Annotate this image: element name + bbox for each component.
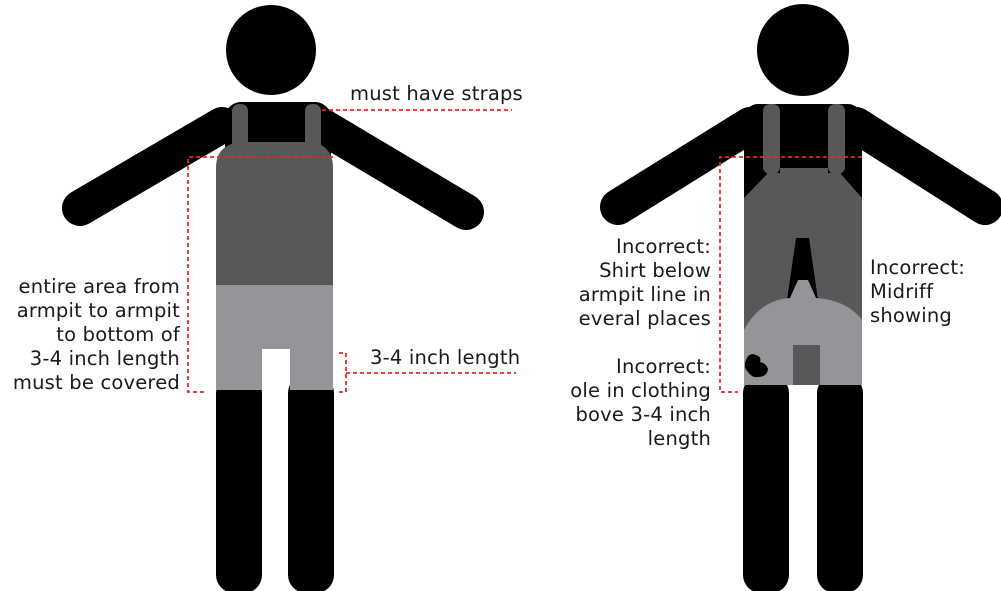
right-left-leg xyxy=(743,375,789,591)
right-right-leg xyxy=(817,375,863,591)
left-left-leg xyxy=(216,375,262,591)
straps-label: must have straps xyxy=(350,82,523,106)
coverage-line-3: to bottom of xyxy=(13,323,180,347)
coverage-label: entire area from armpit to armpit to bot… xyxy=(13,275,180,395)
right-right-arm xyxy=(856,125,985,207)
shirt-label-line-2: Shirt below xyxy=(579,259,711,283)
shirt-label-line-4: everal places xyxy=(579,307,711,331)
midriff-label-line-3: showing xyxy=(870,304,965,328)
hole-label-line-3: bove 3-4 inch xyxy=(570,403,711,427)
length-bracket xyxy=(339,353,346,392)
right-head xyxy=(757,4,849,96)
shirt-label-line-3: armpit line in xyxy=(579,283,711,307)
coverage-line-2: armpit to armpit xyxy=(13,299,180,323)
right-left-arm xyxy=(618,125,750,207)
midriff-label-line-2: Midriff xyxy=(870,280,965,304)
shirt-incorrect-label: Incorrect: Shirt below armpit line in ev… xyxy=(579,235,711,331)
coverage-line-5: must be covered xyxy=(13,371,180,395)
left-shirt xyxy=(216,142,333,286)
length-label: 3-4 inch length xyxy=(370,346,520,370)
midriff-incorrect-label: Incorrect: Midriff showing xyxy=(870,256,965,328)
hole-label-line-4: length xyxy=(570,427,711,451)
hole-label-line-2: ole in clothing xyxy=(570,379,711,403)
right-strap-right xyxy=(828,104,845,174)
left-left-arm xyxy=(80,125,222,208)
hole-label-line-1: Incorrect: xyxy=(570,355,711,379)
left-right-arm xyxy=(320,125,466,212)
right-strap-left xyxy=(763,104,780,174)
hole-incorrect-label: Incorrect: ole in clothing bove 3-4 inch… xyxy=(570,355,711,451)
coverage-line-4: 3-4 inch length xyxy=(13,347,180,371)
left-right-leg xyxy=(288,375,334,591)
left-shorts xyxy=(216,285,333,390)
shirt-label-line-1: Incorrect: xyxy=(579,235,711,259)
coverage-line-1: entire area from xyxy=(13,275,180,299)
midriff-label-line-1: Incorrect: xyxy=(870,256,965,280)
left-head xyxy=(226,5,316,95)
